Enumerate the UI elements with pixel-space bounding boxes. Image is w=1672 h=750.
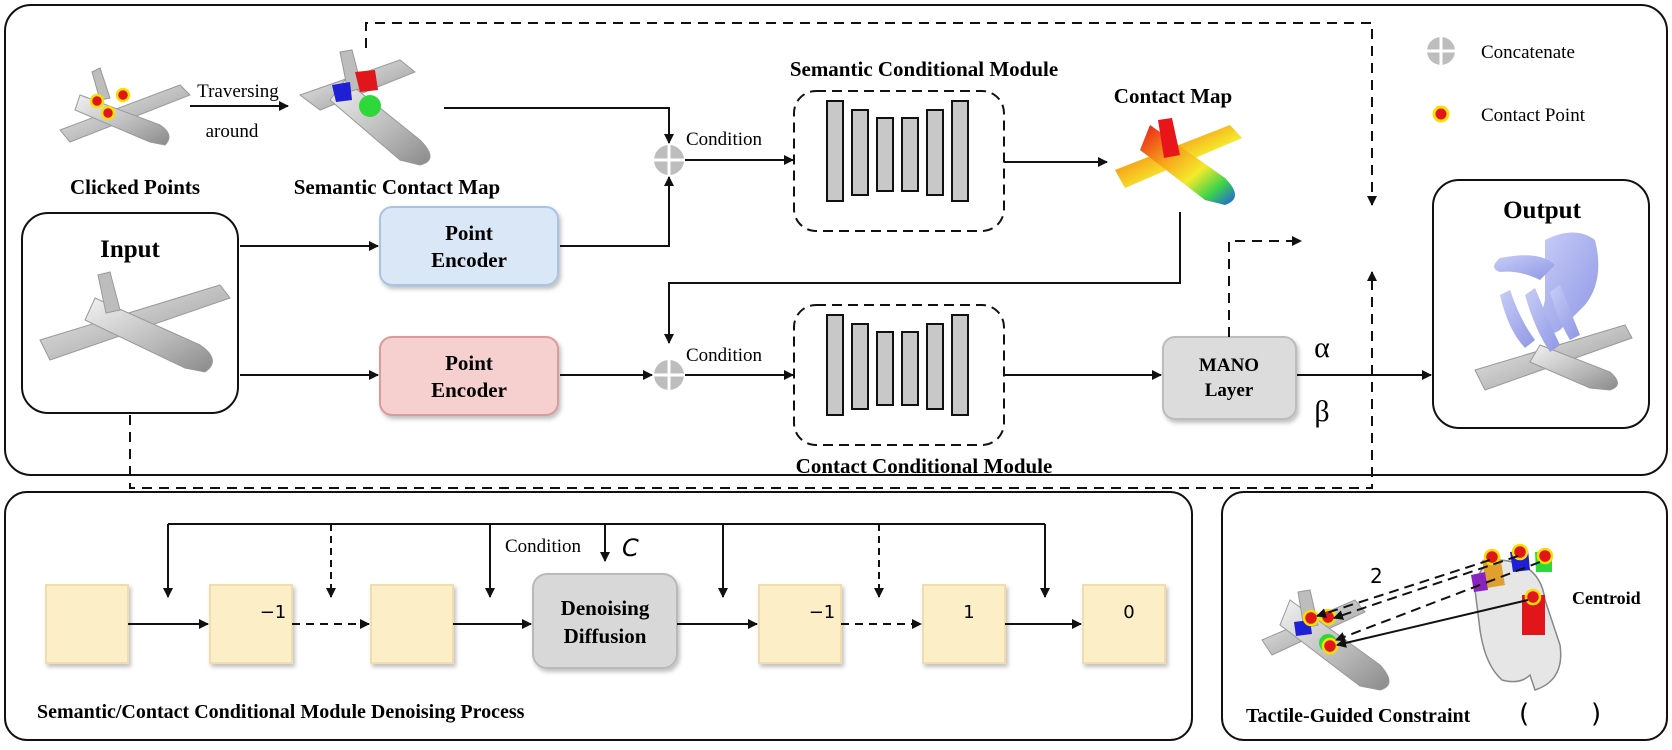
denoise-condition-label: Condition: [505, 536, 582, 557]
latent-box: [1082, 584, 1166, 664]
point-encoder-top-label-2: Encoder: [431, 248, 507, 272]
beta-symbol: β: [1314, 395, 1329, 428]
mano-layer: [1162, 336, 1297, 420]
denoising-diffusion-box: [532, 573, 678, 669]
contact-point-legend-label: Contact Point: [1481, 105, 1586, 126]
latent-box: [370, 584, 454, 664]
tactile-paren-open: (: [1519, 699, 1529, 729]
concatenate-legend-label: Concatenate: [1481, 42, 1575, 63]
contact-map-to-concat-arrow: [664, 212, 1181, 344]
alpha-symbol: α: [1314, 331, 1330, 364]
tactile-panel-title: Tactile-Guided Constraint: [1246, 705, 1471, 727]
contact-point-legend-icon: [1432, 105, 1450, 123]
semantic-contact-map-label: Semantic Contact Map: [294, 175, 500, 199]
contact-module-layers: [826, 314, 969, 416]
tactile-panel-frame: [1221, 491, 1668, 741]
tactile-paren-close: ): [1591, 699, 1601, 729]
around-label: around: [206, 121, 259, 142]
traversing-label: Traversing: [197, 81, 279, 102]
concatenate-bottom-icon: [654, 360, 684, 390]
input-label: Input: [100, 236, 160, 263]
semantic-map-to-concat-arrow: [444, 107, 674, 144]
concatenate-top-icon: [654, 145, 684, 175]
input-plane: [39, 271, 231, 373]
latent-box-label: −1: [260, 602, 287, 623]
latent-box-label: 1: [963, 602, 974, 623]
denoise-panel-frame: [4, 491, 1193, 741]
clicked-points-plane: [59, 67, 191, 146]
tactile-centroid-arrow: [1336, 599, 1529, 648]
point-encoder-top-label-1: Point: [445, 221, 493, 245]
denoise-panel-title: Semantic/Contact Conditional Module Deno…: [37, 701, 525, 723]
contact-conditional-module: [793, 304, 1005, 446]
contact-map-heat-plane: [1115, 118, 1242, 205]
contact-point-dot: [89, 93, 105, 109]
point-encoder-top: [379, 206, 559, 286]
mano-dashed-arrow: [1228, 236, 1302, 337]
point-encoder-bottom-label-2: Encoder: [431, 378, 507, 402]
condition-top-label: Condition: [686, 129, 763, 150]
latent-box: [209, 584, 293, 664]
concatenate-legend-icon: [1427, 37, 1455, 65]
contact-point-dot: [100, 105, 116, 121]
denoising-diffusion-label-1: Denoising: [561, 596, 650, 620]
encoder-top-to-concat-arrow: [560, 176, 674, 247]
latent-box-label: 0: [1123, 602, 1134, 623]
output-hand-grasp: [1474, 232, 1633, 391]
semantic-contact-map-plane: [298, 49, 431, 166]
tactile-number: 2: [1370, 564, 1383, 588]
tactile-dashed-arrow: [1333, 555, 1519, 620]
main-panel-frame: [4, 4, 1668, 476]
clicked-points-label: Clicked Points: [70, 175, 200, 199]
tactile-hand: [1471, 543, 1562, 691]
denoising-diffusion-label-2: Diffusion: [564, 624, 647, 648]
centroid-label: Centroid: [1572, 588, 1641, 608]
top-dashed-arrow: [365, 22, 1377, 206]
tactile-dashed-arrow: [1316, 559, 1491, 618]
latent-box: [45, 584, 129, 664]
semantic-module-layers: [826, 100, 969, 202]
tactile-dashed-arrow: [1335, 561, 1541, 642]
semantic-conditional-module: [793, 90, 1005, 232]
mano-layer-label-2: Layer: [1205, 380, 1254, 401]
bottom-dashed-arrow: [129, 271, 1377, 489]
contact-point-dot: [115, 87, 131, 103]
condition-bottom-label: Condition: [686, 345, 763, 366]
tactile-plane: [1261, 589, 1390, 691]
condition-c-symbol: C: [622, 534, 639, 562]
latent-box-label: −1: [809, 602, 836, 623]
contact-map-title: Contact Map: [1114, 84, 1232, 108]
mano-layer-label-1: MANO: [1199, 355, 1259, 376]
latent-box: [922, 584, 1006, 664]
semantic-module-title: Semantic Conditional Module: [790, 57, 1058, 81]
point-encoder-bottom: [379, 336, 559, 416]
output-label: Output: [1503, 197, 1581, 224]
contact-module-title: Contact Conditional Module: [796, 454, 1053, 478]
denoise-chain: −1 −1 1 0 Denoising Diffusion Condition …: [45, 523, 1166, 669]
point-encoder-bottom-label-1: Point: [445, 351, 493, 375]
latent-box: [758, 584, 842, 664]
